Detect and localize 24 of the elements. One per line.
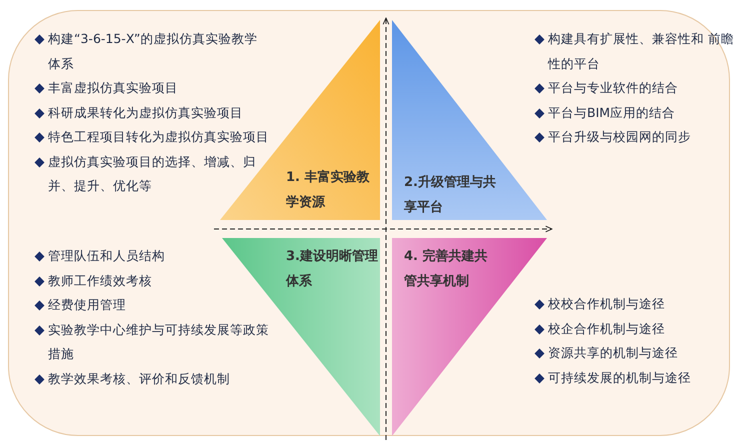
- list-item: 教师工作绩效考核: [48, 272, 152, 288]
- list-item: 平台与BIM应用的结合: [548, 104, 676, 120]
- quadrant-title: 4. 完善共建共管共享机制: [404, 248, 489, 291]
- list-item: 教学效果考核、评价和反馈机制: [48, 370, 230, 386]
- list-item: 虚拟仿真实验项目的选择、增减、归并、提升、优化等: [48, 154, 256, 193]
- quadrant-title: 3.建设明晰管理体系: [286, 248, 378, 291]
- triangle-shape: [392, 238, 547, 436]
- list-item: 平台升级与校园网的同步: [548, 129, 691, 144]
- list-item: 构建具有扩展性、兼容性和 前瞻性的平台: [548, 31, 734, 70]
- triangle-shape: [392, 20, 547, 220]
- list-item: 实验教学中心维护与可持续发展等政策措施: [48, 322, 269, 361]
- list-item: 管理队伍和人员结构: [48, 248, 165, 263]
- list-item: 经费使用管理: [48, 297, 126, 312]
- list-item: 丰富虚拟仿真实验项目: [48, 80, 178, 95]
- list-item: 校校合作机制与途径: [548, 296, 665, 311]
- list-item: 可持续发展的机制与途径: [548, 370, 691, 384]
- quadrant-title: 2.升级管理与共享平台: [404, 174, 496, 217]
- list-item: 资源共享的机制与途径: [548, 345, 678, 360]
- list-item: 特色工程项目转化为虚拟仿真实验项目: [48, 129, 269, 144]
- list-item: 平台与专业软件的结合: [548, 80, 678, 95]
- list-item: 校企合作机制与途径: [548, 320, 665, 336]
- quadrant-title: 1. 丰富实验教学资源: [286, 168, 371, 212]
- list-item: 构建“3-6-15-X”的虚拟仿真实验教学体系: [48, 31, 258, 70]
- list-item: 科研成果转化为虚拟仿真实验项目: [48, 104, 243, 120]
